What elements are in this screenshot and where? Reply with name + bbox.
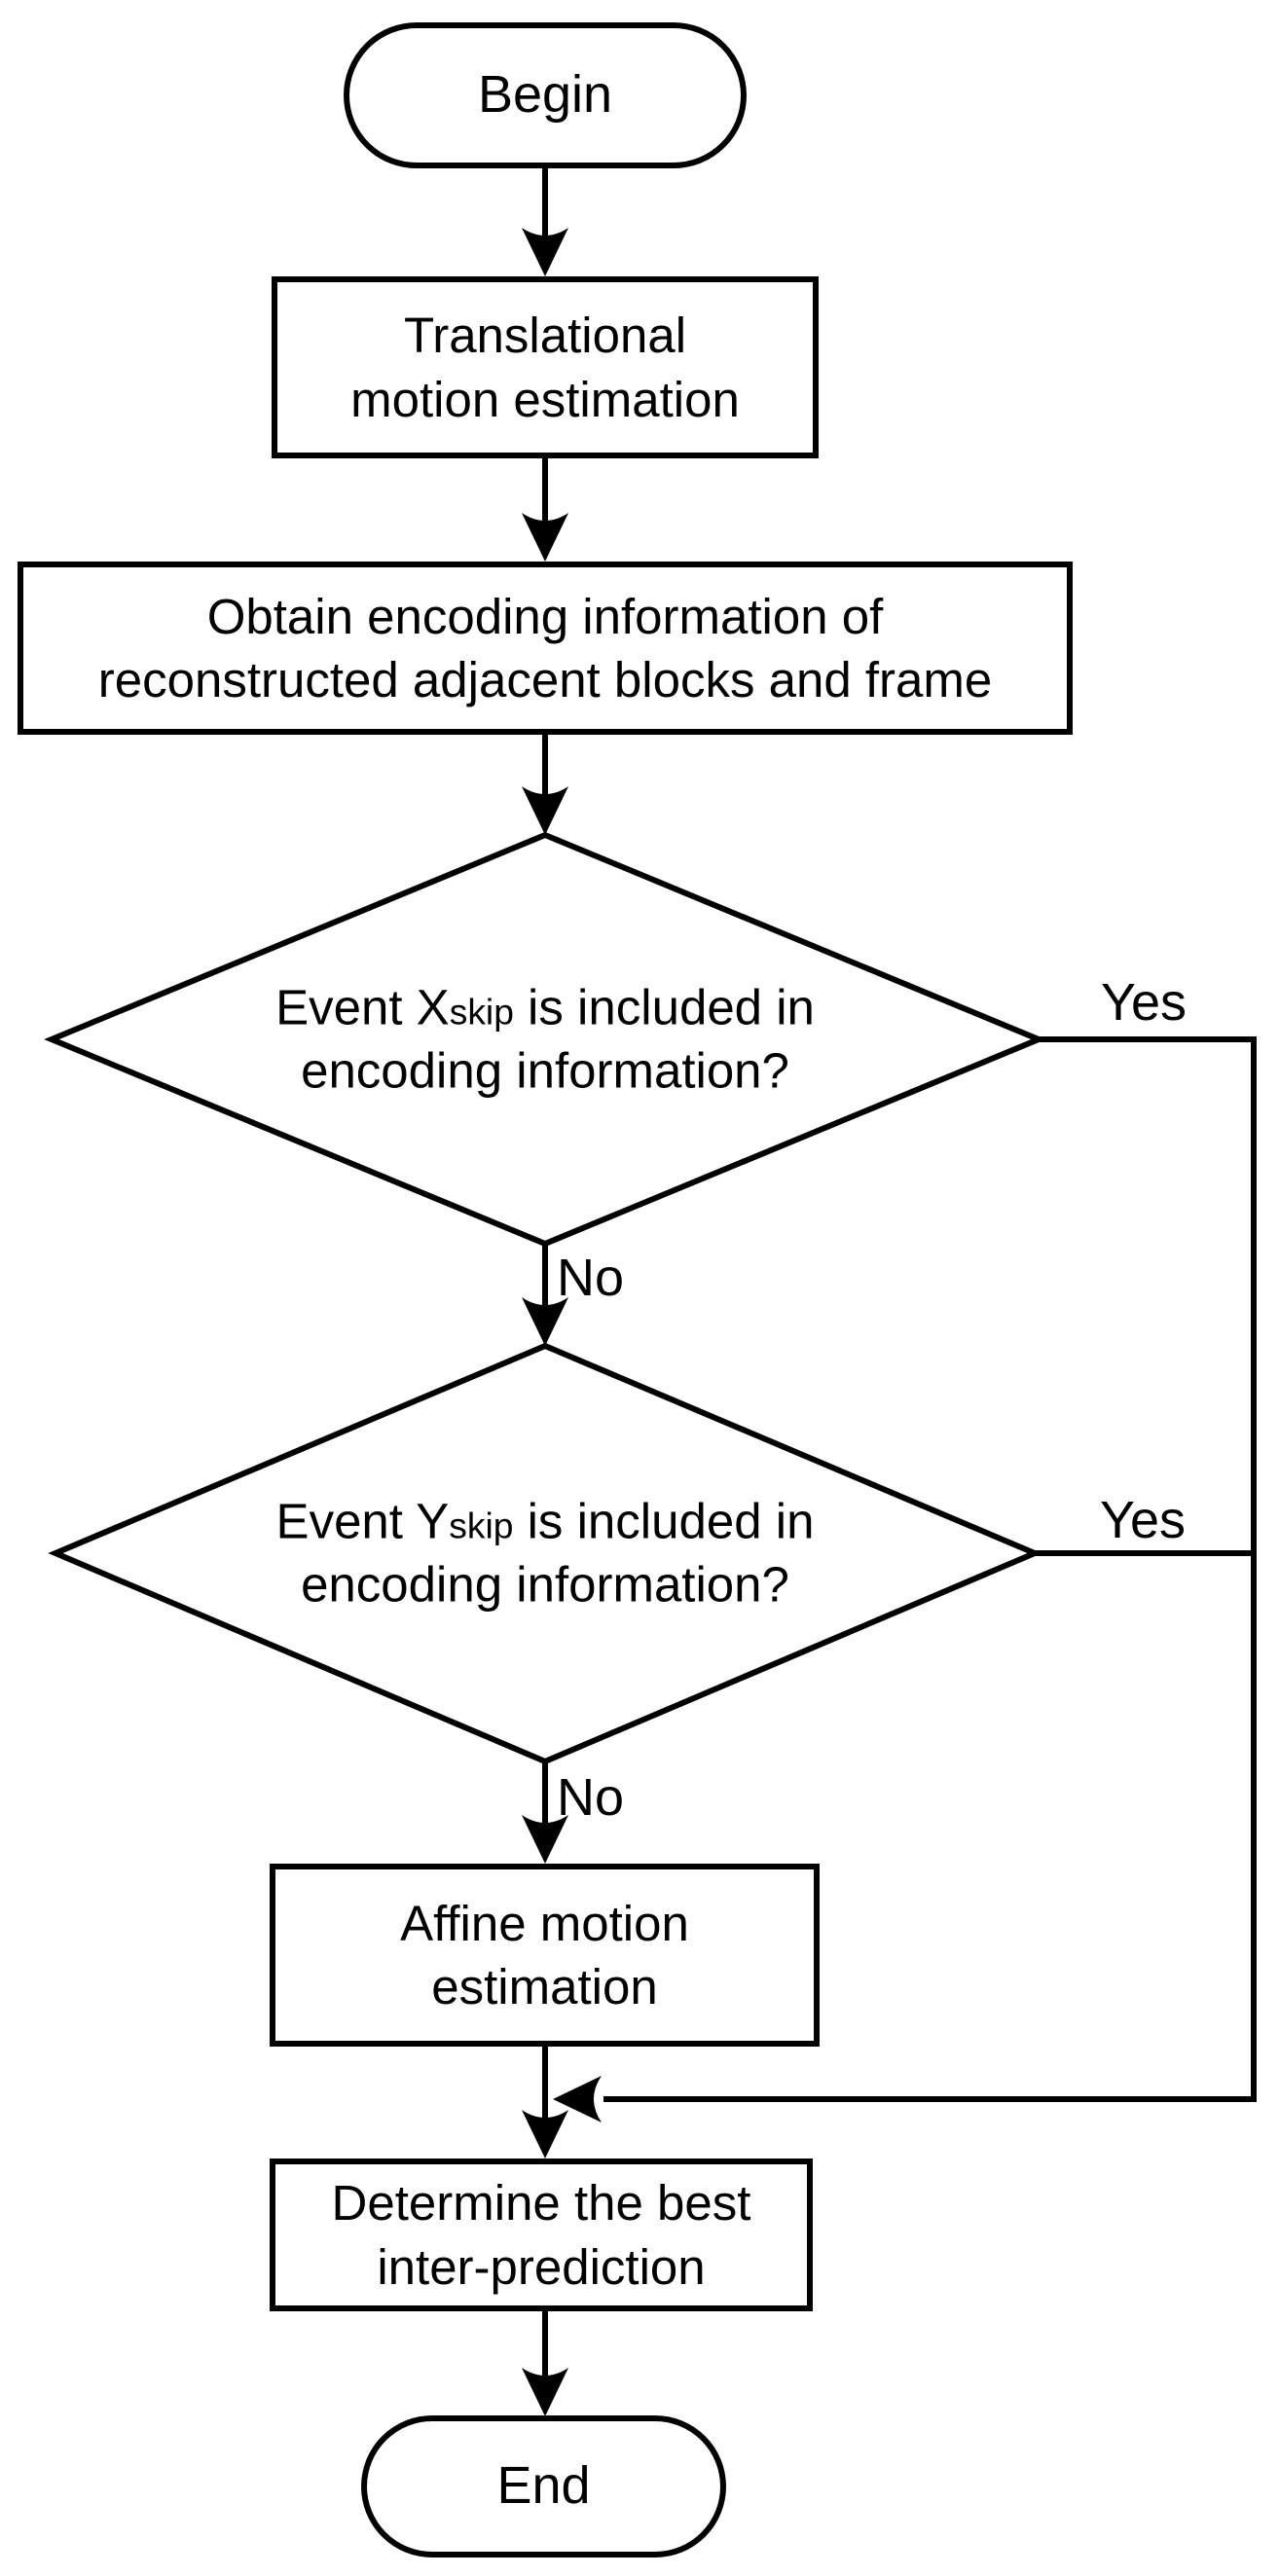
arrowhead-left-icon bbox=[553, 2076, 602, 2122]
arrowhead-down-icon bbox=[522, 1297, 568, 1346]
decision-y-subscript: skip bbox=[449, 1505, 514, 1546]
node-translational-motion-estimation: Translational motion estimation bbox=[272, 276, 819, 458]
decision-x-line1: Event Xskip is included in bbox=[275, 976, 815, 1039]
decision-y-tail: is included in bbox=[513, 1493, 815, 1549]
node-label-line: Affine motion bbox=[400, 1895, 689, 1951]
edge-decision-x-yes bbox=[553, 1036, 1257, 2122]
edge-affine-to-determine bbox=[522, 2044, 568, 2159]
arrowhead-down-icon bbox=[522, 2110, 568, 2159]
decision-x-line2: encoding information? bbox=[301, 1043, 789, 1099]
edge-obtain-to-decision-x bbox=[522, 732, 568, 835]
node-affine-motion-estimation: Affine motion estimation bbox=[270, 1864, 820, 2047]
node-begin-label: Begin bbox=[477, 65, 613, 125]
decision-x-prefix: Event X bbox=[275, 979, 450, 1035]
arrowhead-down-icon bbox=[522, 228, 568, 276]
node-label-line: Determine the best bbox=[331, 2175, 751, 2231]
arrowhead-down-icon bbox=[522, 2368, 568, 2416]
edge-label-yes-y: Yes bbox=[1099, 1491, 1187, 1549]
node-decision-x-text: Event Xskip is included in encoding info… bbox=[275, 976, 815, 1104]
node-label-line: reconstructed adjacent blocks and frame bbox=[97, 652, 993, 707]
node-label-line: motion estimation bbox=[350, 371, 740, 427]
edge-decision-x-no bbox=[522, 1241, 568, 1346]
arrowhead-down-icon bbox=[522, 786, 568, 835]
arrowhead-down-icon bbox=[522, 1815, 568, 1864]
decision-y-prefix: Event Y bbox=[275, 1493, 450, 1549]
edge-label-yes-x: Yes bbox=[1100, 973, 1188, 1032]
decision-y-line1: Event Yskip is included in bbox=[276, 1490, 815, 1553]
edge-translational-to-obtain bbox=[522, 455, 568, 562]
edge-begin-to-translational bbox=[522, 165, 568, 276]
node-end-label: End bbox=[496, 2456, 591, 2516]
decision-x-tail: is included in bbox=[513, 979, 815, 1035]
node-label-line: Translational bbox=[403, 308, 687, 364]
edge-label-no-y: No bbox=[557, 1768, 625, 1827]
node-label-line: inter-prediction bbox=[377, 2238, 706, 2295]
edge-line bbox=[603, 1036, 1257, 2102]
node-begin: Begin bbox=[344, 22, 747, 168]
decision-y-line2: encoding information? bbox=[301, 1557, 789, 1613]
edge-determine-to-end bbox=[522, 2308, 568, 2416]
node-determine-best-inter-prediction: Determine the best inter-prediction bbox=[270, 2159, 813, 2311]
node-label-line: estimation bbox=[431, 1959, 658, 2014]
node-obtain-encoding-info: Obtain encoding information of reconstru… bbox=[18, 562, 1073, 735]
node-decision-y-text: Event Yskip is included in encoding info… bbox=[276, 1490, 815, 1617]
edge-label-no-x: No bbox=[557, 1249, 625, 1307]
node-label-line: Obtain encoding information of bbox=[206, 588, 884, 644]
edge-decision-y-no bbox=[522, 1759, 568, 1864]
node-end: End bbox=[361, 2415, 726, 2558]
decision-x-subscript: skip bbox=[449, 991, 514, 1033]
arrowhead-down-icon bbox=[522, 513, 568, 562]
